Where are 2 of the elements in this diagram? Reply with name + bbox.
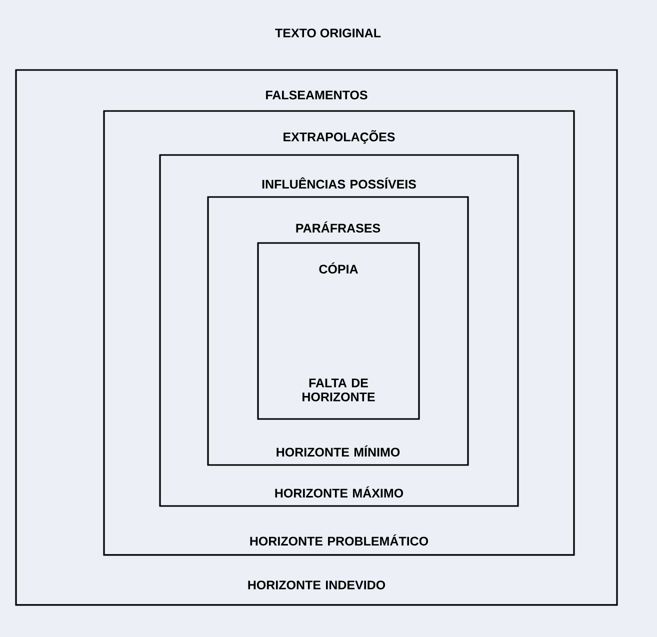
- nested-box: CÓPIA FALTA DE HORIZONTE: [257, 242, 420, 420]
- heading: TEXTO ORIGINAL: [275, 28, 381, 38]
